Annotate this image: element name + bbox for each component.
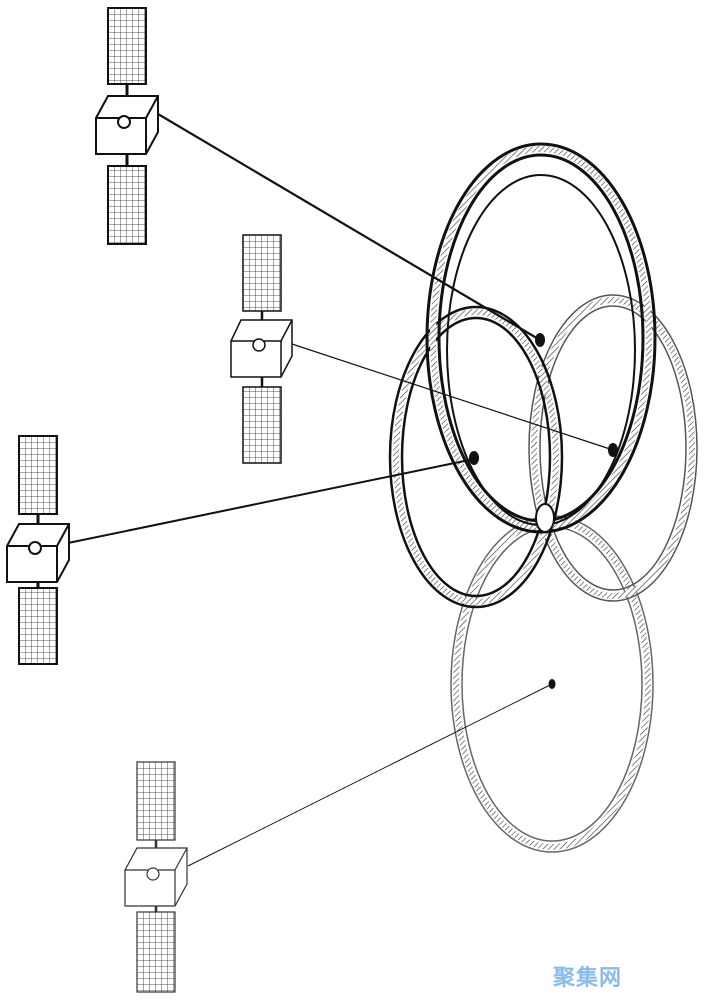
satellite-2-icon — [230, 234, 293, 464]
ground-point-3 — [469, 451, 479, 465]
beam-line-3 — [67, 458, 475, 544]
ground-point-4 — [548, 679, 556, 689]
watermark-text: 聚集网 — [552, 966, 622, 991]
satellite-1-icon — [95, 7, 159, 245]
ground-point-2 — [608, 443, 618, 457]
coverage-zone-left — [388, 305, 564, 609]
beam-line-4 — [187, 683, 553, 867]
coverage-zone-right — [528, 294, 698, 602]
satellite-3-icon — [6, 435, 70, 665]
satellite-4-icon — [124, 761, 188, 993]
beam-line-2 — [291, 343, 614, 451]
beam-line-1 — [157, 113, 541, 341]
ground-point-1 — [535, 333, 545, 347]
ground-intersection-point — [535, 503, 555, 533]
